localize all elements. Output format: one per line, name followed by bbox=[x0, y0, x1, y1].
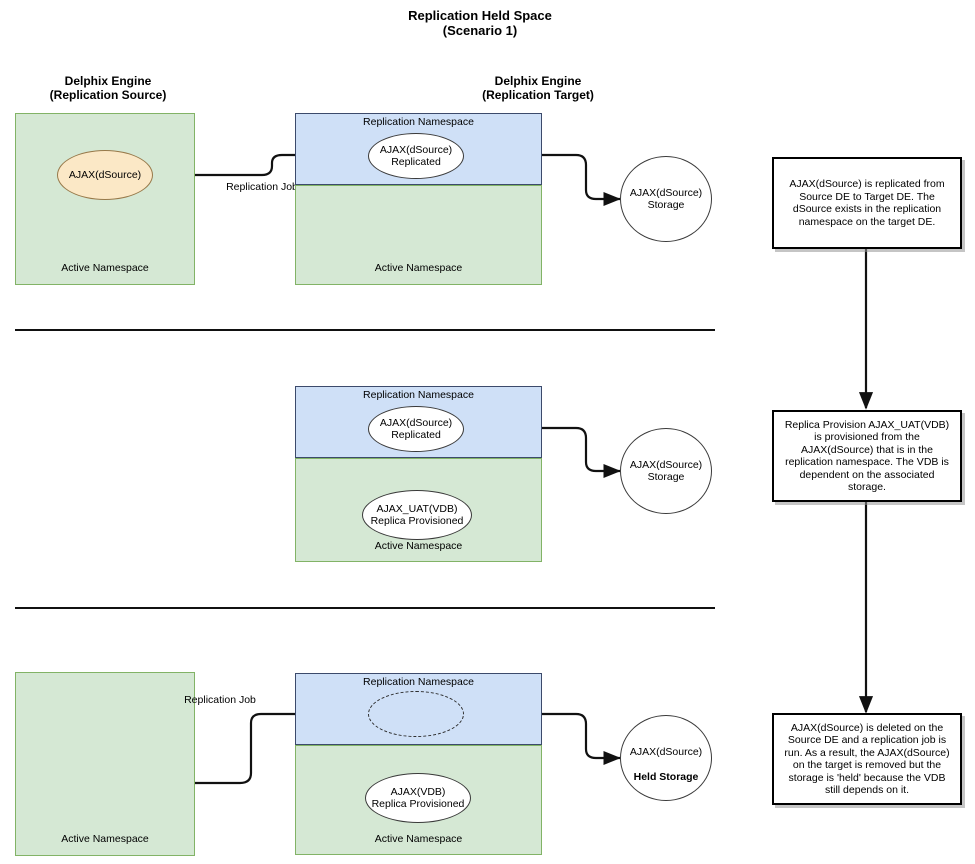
held-storage-node-text-row3: AJAX(dSource) Held Storage bbox=[630, 733, 702, 783]
node-ajax-dsource-replicated-row1[interactable]: AJAX(dSource) Replicated bbox=[368, 133, 464, 179]
section-divider-2 bbox=[15, 607, 715, 609]
page-title: Replication Held Space (Scenario 1) bbox=[408, 8, 552, 38]
node-ajax-vdb-row3[interactable]: AJAX(VDB) Replica Provisioned bbox=[365, 773, 471, 823]
node-ajax-dsource-storage-row2[interactable]: AJAX(dSource) Storage bbox=[620, 428, 712, 514]
source-engine-box-row3 bbox=[15, 672, 195, 856]
node-ajax-uat-vdb-row2[interactable]: AJAX_UAT(VDB) Replica Provisioned bbox=[362, 490, 472, 540]
held-storage-line-2: Held Storage bbox=[633, 770, 699, 783]
note-box-2: Replica Provision AJAX_UAT(VDB) is provi… bbox=[772, 410, 962, 502]
section-divider-1 bbox=[15, 329, 715, 331]
note-box-1: AJAX(dSource) is replicated from Source … bbox=[772, 157, 962, 249]
node-ajax-dsource-storage-row1[interactable]: AJAX(dSource) Storage bbox=[620, 156, 712, 242]
held-storage-line-1: AJAX(dSource) bbox=[629, 745, 703, 758]
target-active-namespace-row1 bbox=[295, 185, 542, 285]
edge-label-replication-job-row1: Replication Job bbox=[226, 181, 298, 193]
node-ajax-dsource-replicated-row2[interactable]: AJAX(dSource) Replicated bbox=[368, 406, 464, 452]
node-ajax-dsource-held-storage-row3[interactable]: AJAX(dSource) Held Storage bbox=[620, 715, 712, 801]
replication-namespace-label-row1: Replication Namespace bbox=[363, 116, 474, 128]
storage-node-text-row1: AJAX(dSource) Storage bbox=[629, 186, 703, 212]
target-active-namespace-label-row2: Active Namespace bbox=[374, 540, 463, 552]
target-active-namespace-label-row1: Active Namespace bbox=[374, 262, 463, 274]
edge-label-replication-job-row3: Replication Job bbox=[184, 694, 256, 706]
header-replication-target: Delphix Engine (Replication Target) bbox=[482, 74, 594, 102]
node-removed-dsource-placeholder-row3 bbox=[368, 691, 464, 737]
replication-namespace-label-row3: Replication Namespace bbox=[363, 676, 474, 688]
source-active-namespace-label-row1: Active Namespace bbox=[61, 262, 149, 274]
node-ajax-dsource-row1[interactable]: AJAX(dSource) bbox=[57, 150, 153, 200]
source-active-namespace-label-row3: Active Namespace bbox=[61, 833, 149, 845]
source-engine-box-row1 bbox=[15, 113, 195, 285]
storage-node-text-row2: AJAX(dSource) Storage bbox=[629, 458, 703, 484]
replication-namespace-label-row2: Replication Namespace bbox=[363, 389, 474, 401]
target-active-namespace-label-row3: Active Namespace bbox=[374, 833, 463, 845]
note-box-3: AJAX(dSource) is deleted on the Source D… bbox=[772, 713, 962, 805]
header-replication-source: Delphix Engine (Replication Source) bbox=[49, 74, 167, 102]
